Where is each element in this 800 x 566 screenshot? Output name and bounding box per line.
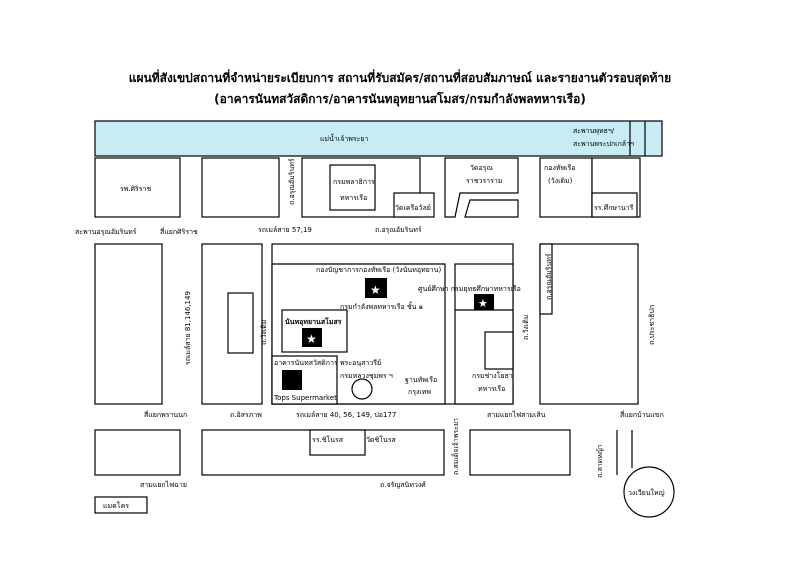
edu-center-label: ศูนย์ศึกษา กรมยุทธศึกษาทหารเรือ: [418, 284, 521, 293]
prachathipok-road-label: ถ.ประชาธิปก: [648, 305, 656, 345]
nantasawat-marker: [282, 370, 302, 390]
star-icon: ★: [478, 297, 488, 310]
tops-label: Tops Supermarket: [273, 394, 337, 402]
siriraj-block: [94, 157, 181, 218]
wat-krueawan-label: วัดเครือวัลย์: [395, 204, 431, 212]
bus-lines-bottom-label: รถเมล์สาย 40, 56, 149, ปอ177: [296, 411, 396, 419]
monument-label-1: พระอนุสาวรีย์: [340, 359, 381, 367]
naval-personnel-label: กรมกำลังพลทหารเรือ ชั้น ๑: [340, 300, 423, 311]
naval-base-bkk-label-2: กรุงเทพ: [408, 388, 431, 396]
wanglang-road-label: ถ.วังเดิม: [260, 320, 268, 345]
wat-arun-annex: [464, 199, 519, 218]
block-middle-right: [539, 243, 639, 405]
lat-ya-road-label: ถ.ลาดหญ้า: [596, 444, 604, 478]
naval-supply-building: [329, 164, 376, 211]
naval-supply-label-1: กรมพลาธิการ: [333, 178, 375, 186]
wat-arun-label-1: วัดอรุณ: [470, 164, 493, 172]
nanta-club-marker: [302, 328, 322, 347]
map-title-line-1: แผนที่สังเขปสถานที่จำหน่ายระเบียบการ สถา…: [128, 71, 672, 85]
fai-chai-junction-label: สามแยกไฟฉาย: [140, 480, 187, 489]
somdet-road-label: ถ.สมเด็จเจ้าพระยา: [451, 418, 460, 475]
arun-bridge-label: สะพานอรุณอัมรินทร์: [75, 228, 137, 236]
ban-khaek-intersection-label: สี่แยกบ้านแขก: [620, 410, 664, 419]
wat-arun-block: [444, 157, 519, 218]
naval-base-bkk-label-1: ฐานทัพเรือ: [405, 376, 437, 384]
star-icon: ★: [306, 332, 317, 346]
wongwian-yai-label: วงเวียนใหญ่: [628, 488, 665, 497]
nanta-club-label: นันทอุทยานสโมสร: [285, 317, 342, 326]
naval-base-label-1: กองทัพเรือ: [544, 164, 575, 172]
chinorot-school-label: รร.ชิโนรส: [312, 435, 344, 444]
nantasawat-label: อาคารนันทสวัสดิการ: [274, 359, 338, 367]
siriraj-label: รพ.ศิริราช: [120, 185, 151, 193]
naval-base-label-2: (วังเดิม): [548, 177, 573, 185]
isaraphap-label: ถ.อิสรภาพ: [230, 411, 262, 419]
wat-krueawan-building: [393, 192, 435, 218]
star-icon: ★: [370, 283, 381, 297]
phran-nok-intersection-label: สี่แยกพรานนก: [144, 410, 187, 419]
bridge-label-2: สะพานพระปกเกล้าฯ: [573, 140, 634, 148]
watlieb-junction-label: สามแยกไฟสามเสิน: [487, 410, 546, 419]
arun-road-label: ถ.อรุณอัมรินทร์: [375, 226, 422, 234]
bridge-label-1: สะพานพุทธฯ/: [573, 127, 615, 135]
naval-base-old-palace-block: [539, 157, 593, 218]
block-middle-left: [94, 243, 163, 405]
map-title-line-2: (อาคารนันทสวัสดิการ/อาคารนันทอุทยานสโมสร…: [214, 92, 586, 106]
wat-chinorot-label: วัดชิโนรส: [366, 435, 397, 444]
monument-label-2: กรมหลวงชุมพร ฯ: [340, 372, 393, 380]
ship-dept-label-2: ทหารเรือ: [478, 385, 505, 393]
narrow-building: [539, 243, 553, 315]
ship-dept-label-1: กรมช่างโยธา: [472, 371, 513, 380]
wat-arun-label-2: ราชวราราม: [466, 177, 502, 185]
ship-dept-building: [484, 331, 514, 370]
river-label: แม่น้ำเจ้าพระยา: [320, 132, 369, 143]
wongwian-yai-circle: [623, 466, 675, 518]
narrow-building-label: ถ.อรุณอัมรินทร์: [545, 253, 553, 300]
bus-lines-top-label: รถเมล์สาย 57,19: [258, 226, 312, 234]
naval-supply-label-2: ทหารเรือ: [340, 194, 367, 202]
arun-amarin-vertical-label: ถ.วังเดิม: [522, 315, 530, 340]
siriraj-intersection-label: สี่แยกศิริราช: [160, 227, 198, 236]
sikkhanari-label: รร.ศึกษานารี: [594, 203, 634, 212]
edu-center-marker: [474, 294, 494, 310]
block-lower-left: [94, 429, 181, 476]
navy-hq-label: กองบัญชาการกองทัพเรือ (วังนันทอุทยาน): [316, 266, 441, 274]
small-building: [227, 292, 254, 354]
soi-road-vertical-label: ถ.อรุณอัมรินทร์: [288, 158, 296, 205]
navy-hq-marker: [365, 278, 387, 298]
sikkhanari-building: [591, 192, 638, 218]
makro-building: [94, 496, 148, 514]
block-lower-right: [469, 429, 571, 476]
block-top-2: [201, 157, 280, 218]
bus-lines-left-label: รถเมล์สาย 81,146,149: [184, 291, 192, 365]
makro-label: แมคโคร: [103, 501, 129, 510]
chinorot-school-building: [309, 429, 366, 456]
monument-circle: [351, 378, 373, 400]
chao-phraya-river: [94, 120, 663, 157]
charansanitwong-label: ถ.จรัญสนิทวงศ์: [380, 481, 426, 489]
